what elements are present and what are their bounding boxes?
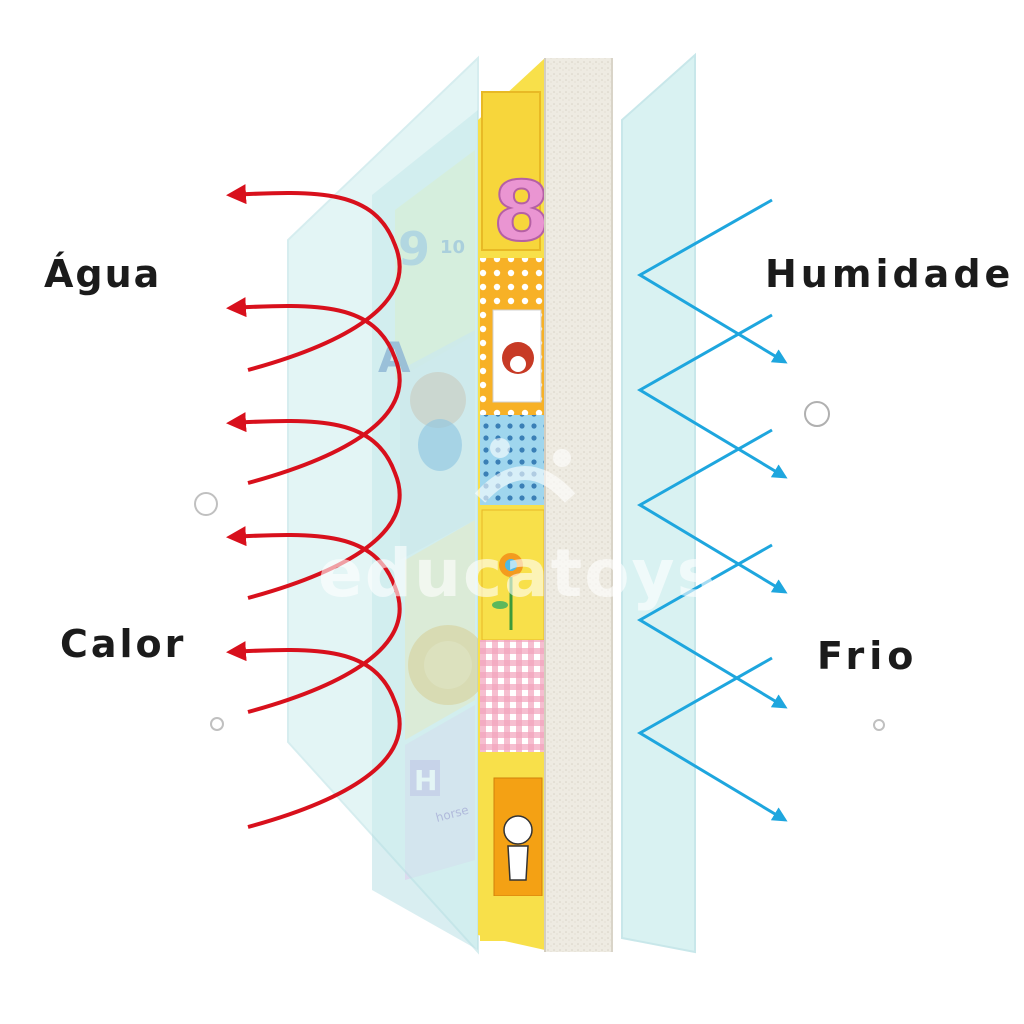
red-curved-arrow — [226, 412, 402, 600]
label-heat: Calor — [60, 622, 187, 666]
front-protective-film — [287, 55, 479, 955]
watermark-logo-icon — [474, 438, 576, 503]
red-arrows-group — [226, 184, 402, 829]
zebra-illustration — [503, 815, 533, 845]
label-cold: Frio — [817, 634, 919, 678]
foam-core-edge — [545, 58, 612, 952]
blue-zigzag-arrow — [637, 656, 788, 822]
decor-circle — [873, 719, 885, 731]
blue-arrows-group — [637, 198, 788, 822]
blue-zigzag-arrow — [637, 428, 788, 594]
decor-circle — [194, 492, 218, 516]
red-curved-arrow — [226, 641, 402, 829]
red-curved-arrow — [226, 184, 402, 372]
back-protective-film — [621, 52, 696, 954]
label-humidity: Humidade — [765, 252, 1015, 296]
front-number-eight: 8 — [493, 165, 550, 260]
watermark-text: educatoys — [318, 535, 718, 612]
red-curved-arrow — [226, 526, 402, 714]
blue-zigzag-arrow — [637, 198, 788, 364]
decor-circle — [804, 401, 830, 427]
red-curved-arrow — [226, 297, 402, 485]
mat-front-print: 8 — [478, 58, 551, 950]
decor-circle — [210, 717, 224, 731]
label-water: Água — [44, 252, 162, 296]
blue-zigzag-arrow — [637, 313, 788, 479]
